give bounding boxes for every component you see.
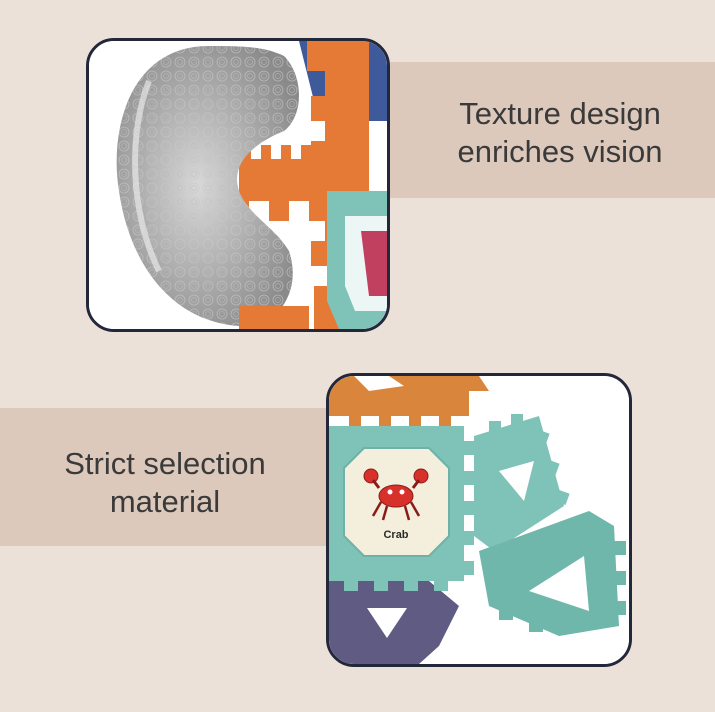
crab-icon [363,468,429,521]
feature-caption-material: Strict selection material [30,445,300,521]
caption-line: enriches vision [457,134,663,169]
orange-gear-piece [239,159,329,221]
texture-photo [86,38,390,332]
orange-gear-piece [329,376,489,416]
gear-blocks-crab-card-photo: Crab [329,376,629,664]
textured-donut-block-photo [89,41,387,329]
feature-caption-texture: Texture design enriches vision [420,95,700,171]
caption-band-bottom [0,408,390,546]
caption-band-top [330,62,715,198]
material-photo: Crab [326,373,632,667]
caption-line: material [109,484,221,519]
caption-line: Strict selection [64,446,266,481]
caption-line: Texture design [459,96,661,131]
crab-card-label: Crab [383,529,408,541]
